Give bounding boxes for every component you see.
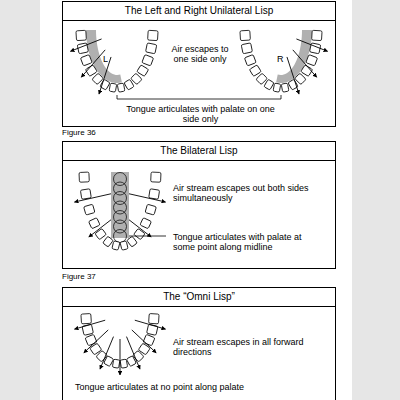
tooth — [112, 359, 120, 368]
air-arrow — [81, 50, 105, 77]
tongue-contact — [111, 172, 129, 238]
tooth — [92, 73, 103, 84]
figure-panel: The Bilateral LispAir stream escapes out… — [62, 141, 336, 269]
tooth — [249, 65, 261, 77]
air-arrow — [74, 194, 111, 202]
tooth — [127, 236, 138, 247]
figure-panel: The “Omni Lisp” Air stream escapes in all… — [62, 287, 336, 400]
annotation: R — [277, 54, 289, 64]
annotation: L — [103, 54, 115, 64]
contact-circle — [114, 230, 127, 243]
air-arrow — [89, 220, 111, 237]
tooth — [79, 172, 89, 182]
jaw-drawings — [70, 30, 327, 375]
air-arrow — [100, 337, 113, 370]
tooth — [80, 55, 92, 66]
air-arrow — [132, 330, 156, 353]
figure-number: Figure 36 — [62, 128, 96, 138]
tooth — [81, 314, 91, 324]
tooth — [80, 189, 91, 200]
figure-title: The “Omni Lisp” — [63, 288, 335, 307]
tooth — [89, 218, 101, 229]
annotation: Tongue articulates at no point along pal… — [75, 382, 315, 392]
annotation: Tongue articulates with palate on one si… — [118, 104, 283, 124]
tooth — [82, 324, 93, 335]
tooth — [244, 55, 256, 66]
tooth — [147, 324, 158, 335]
tooth — [112, 241, 120, 250]
figure-panel: The Left and Right Unilateral LispL Air e… — [62, 1, 336, 127]
tooth — [145, 204, 156, 215]
tooth — [76, 30, 86, 40]
tooth — [134, 228, 145, 239]
tooth — [312, 30, 322, 40]
tooth — [256, 73, 267, 84]
tooth — [240, 30, 250, 40]
tooth — [146, 43, 157, 54]
annotation: Tongue articulates with palate at some p… — [173, 232, 323, 252]
air-arrow — [287, 57, 299, 94]
tooth — [273, 83, 281, 92]
tooth — [85, 334, 97, 346]
tooth — [109, 83, 117, 92]
page-margin — [352, 0, 400, 400]
tooth — [103, 236, 114, 247]
tooth — [306, 55, 318, 66]
annotation: Air stream escapes out both sides simult… — [173, 183, 323, 203]
leader-line — [129, 236, 166, 237]
tongue-contact — [86, 30, 122, 83]
tooth — [281, 83, 289, 92]
tooth — [142, 55, 154, 66]
tooth — [120, 359, 128, 368]
tooth — [288, 79, 298, 90]
tooth — [148, 30, 158, 40]
tooth — [137, 65, 149, 77]
tooth — [149, 189, 160, 200]
air-arrow — [127, 337, 140, 370]
annotation: Air stream escapes in all forward direct… — [173, 337, 323, 357]
tooth — [95, 228, 106, 239]
air-arrow — [135, 320, 166, 329]
tooth — [120, 241, 128, 250]
figure-title: The Bilateral Lisp — [63, 142, 335, 161]
tooth — [140, 218, 152, 229]
air-arrow — [296, 39, 327, 51]
tongue-contact — [276, 30, 312, 83]
annotation: Air escapes to one side only — [165, 44, 235, 64]
air-arrow — [129, 194, 166, 202]
tooth — [149, 314, 159, 324]
air-arrow — [120, 339, 121, 375]
air-arrow — [84, 330, 108, 353]
air-arrow — [129, 220, 151, 237]
figure-number: Figure 37 — [62, 272, 96, 282]
page-margin — [0, 0, 40, 400]
tooth — [124, 79, 134, 90]
tooth — [241, 43, 252, 54]
tooth — [151, 172, 161, 182]
air-arrow — [74, 320, 105, 329]
figure-title: The Left and Right Unilateral Lisp — [63, 2, 335, 21]
tooth — [84, 204, 95, 215]
tooth — [117, 83, 125, 92]
air-arrow — [70, 39, 101, 51]
air-arrow — [293, 50, 317, 77]
leader-line — [117, 95, 281, 99]
